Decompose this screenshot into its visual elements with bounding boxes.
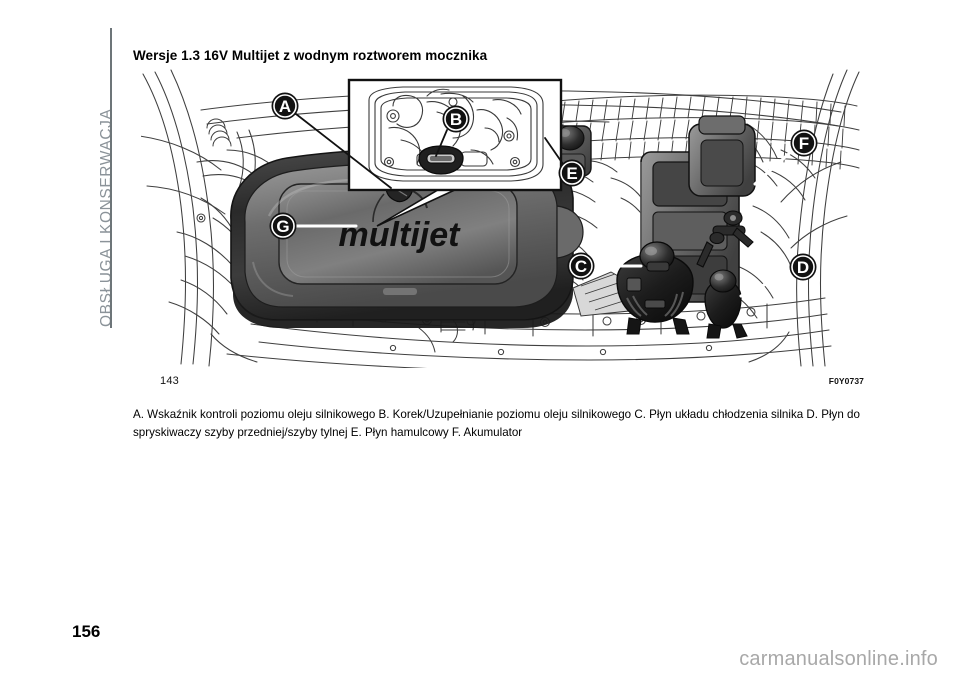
inset-detail-box [347, 78, 563, 227]
watermark: carmanualsonline.info [739, 648, 938, 670]
engine-bay-illustration: multijet [141, 66, 863, 368]
callout-b-label: B [450, 110, 462, 129]
callout-c-label: C [575, 257, 587, 276]
callout-a: A [271, 92, 299, 120]
section-title: Wersje 1.3 16V Multijet z wodnym roztwor… [133, 48, 488, 63]
callout-leader-lines [295, 113, 564, 189]
engine-bay-figure: multijet [141, 66, 863, 368]
callout-e-label: E [566, 164, 577, 183]
callout-g-label: G [276, 217, 289, 236]
callout-badges: A B C D E F G [269, 92, 818, 281]
callout-c: C [567, 252, 595, 280]
page-number: 156 [72, 622, 101, 641]
callout-f-label: F [799, 134, 809, 153]
engine-cover-text: multijet [339, 216, 462, 254]
callout-d-label: D [797, 258, 809, 277]
figure-code: F0Y0737 [828, 376, 864, 386]
chapter-rule [110, 28, 112, 328]
figure-caption: A. Wskaźnik kontroli poziomu oleju silni… [133, 408, 860, 439]
callout-d: D [789, 253, 817, 281]
callout-b: B [442, 105, 470, 133]
callout-e: E [558, 159, 586, 187]
callout-leader-lines-light [294, 148, 795, 298]
callout-f: F [790, 129, 818, 157]
chapter-label: OBSŁUGA I KONSERWACJA [98, 108, 115, 327]
callout-g: G [269, 212, 297, 240]
callout-a-label: A [279, 97, 291, 116]
figure-number: 143 [160, 375, 179, 387]
chapter-tab: OBSŁUGA I KONSERWACJA [72, 28, 118, 328]
